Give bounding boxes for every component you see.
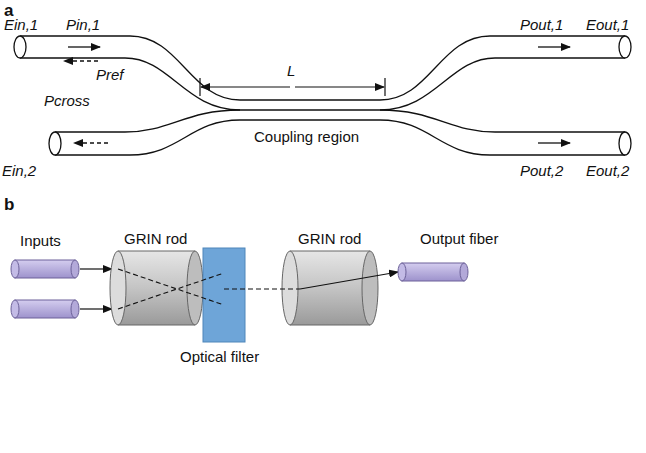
field-label: Ein,2 [2, 162, 36, 179]
grin-rod [110, 251, 203, 325]
part-label: Inputs [20, 232, 61, 249]
part-label: GRIN rod [124, 230, 187, 247]
part-label: Output fiber [420, 230, 498, 247]
power-label: Pin,1 [66, 16, 100, 33]
field-label: Eout,2 [586, 162, 629, 179]
power-label: Pref [96, 66, 124, 83]
beam-path [118, 269, 300, 309]
fiber-coupler [14, 36, 631, 155]
output-fiber [398, 263, 468, 281]
part-label: Optical filter [180, 348, 259, 365]
optical-filter [203, 248, 245, 342]
grin-rod [282, 251, 378, 325]
power-label: Pout,1 [520, 16, 563, 33]
panel-letter: b [4, 196, 14, 213]
length-label: L [287, 62, 295, 79]
input-arrows [80, 269, 112, 309]
output-beam [300, 272, 398, 289]
input-fibers [11, 260, 79, 318]
power-label: Pcross [44, 92, 90, 109]
power-label: Pout,2 [520, 162, 563, 179]
part-label: GRIN rod [298, 230, 361, 247]
region-label: Coupling region [254, 128, 359, 145]
length-dimension [200, 78, 385, 96]
field-label: Eout,1 [586, 16, 629, 33]
field-label: Ein,1 [4, 16, 38, 33]
